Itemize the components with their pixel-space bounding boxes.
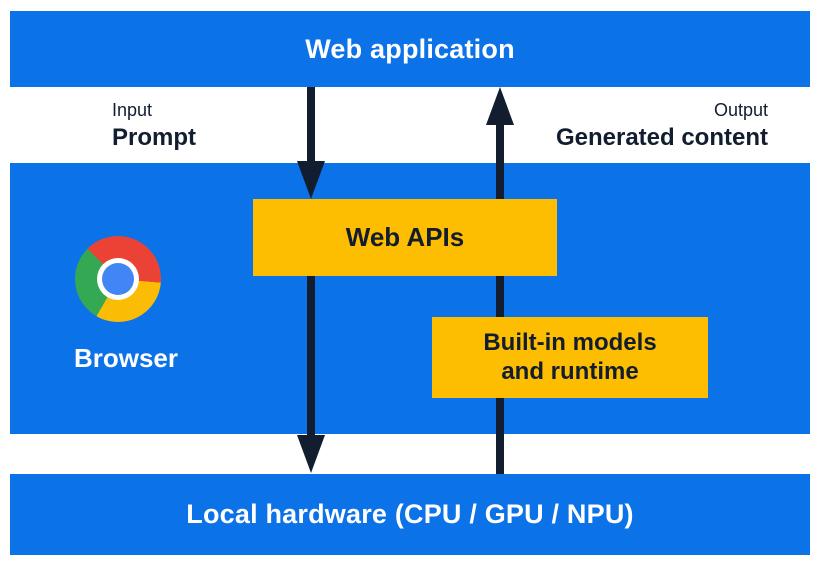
builtin-models-label-line1: Built-in models xyxy=(483,328,657,356)
chrome-browser-icon xyxy=(75,236,161,322)
web-apis-label: Web APIs xyxy=(345,222,465,252)
input-arrow-head-to-hardware xyxy=(297,435,325,473)
input-subtitle: Prompt xyxy=(112,123,196,151)
chrome-icon-ring xyxy=(97,258,139,300)
local-hardware-layer: Local hardware (CPU / GPU / NPU) xyxy=(10,474,810,555)
output-arrow-line-bottom xyxy=(496,398,504,474)
output-annotation: Output Generated content xyxy=(556,99,768,153)
chrome-icon-center xyxy=(102,263,134,295)
output-arrow-head-to-web-app xyxy=(486,87,514,125)
output-subtitle: Generated content xyxy=(555,123,768,151)
output-arrow-line-top xyxy=(496,124,504,200)
web-application-layer: Web application xyxy=(10,11,810,87)
builtin-models-box: Built-in models and runtime xyxy=(432,317,708,398)
output-arrow-line-middle xyxy=(496,276,504,317)
builtin-models-label-line2: and runtime xyxy=(501,357,639,385)
browser-label: Browser xyxy=(73,343,179,373)
local-hardware-label: Local hardware (CPU / GPU / NPU) xyxy=(186,499,634,529)
input-arrow-head-to-web-apis xyxy=(297,161,325,199)
input-arrow-line-top xyxy=(307,87,315,162)
output-title: Output xyxy=(713,100,768,120)
web-application-label: Web application xyxy=(305,33,515,64)
input-title: Input xyxy=(112,100,153,120)
input-annotation: Input Prompt xyxy=(112,99,196,153)
web-apis-box: Web APIs xyxy=(253,199,557,276)
input-arrow-line-bottom xyxy=(307,276,315,435)
